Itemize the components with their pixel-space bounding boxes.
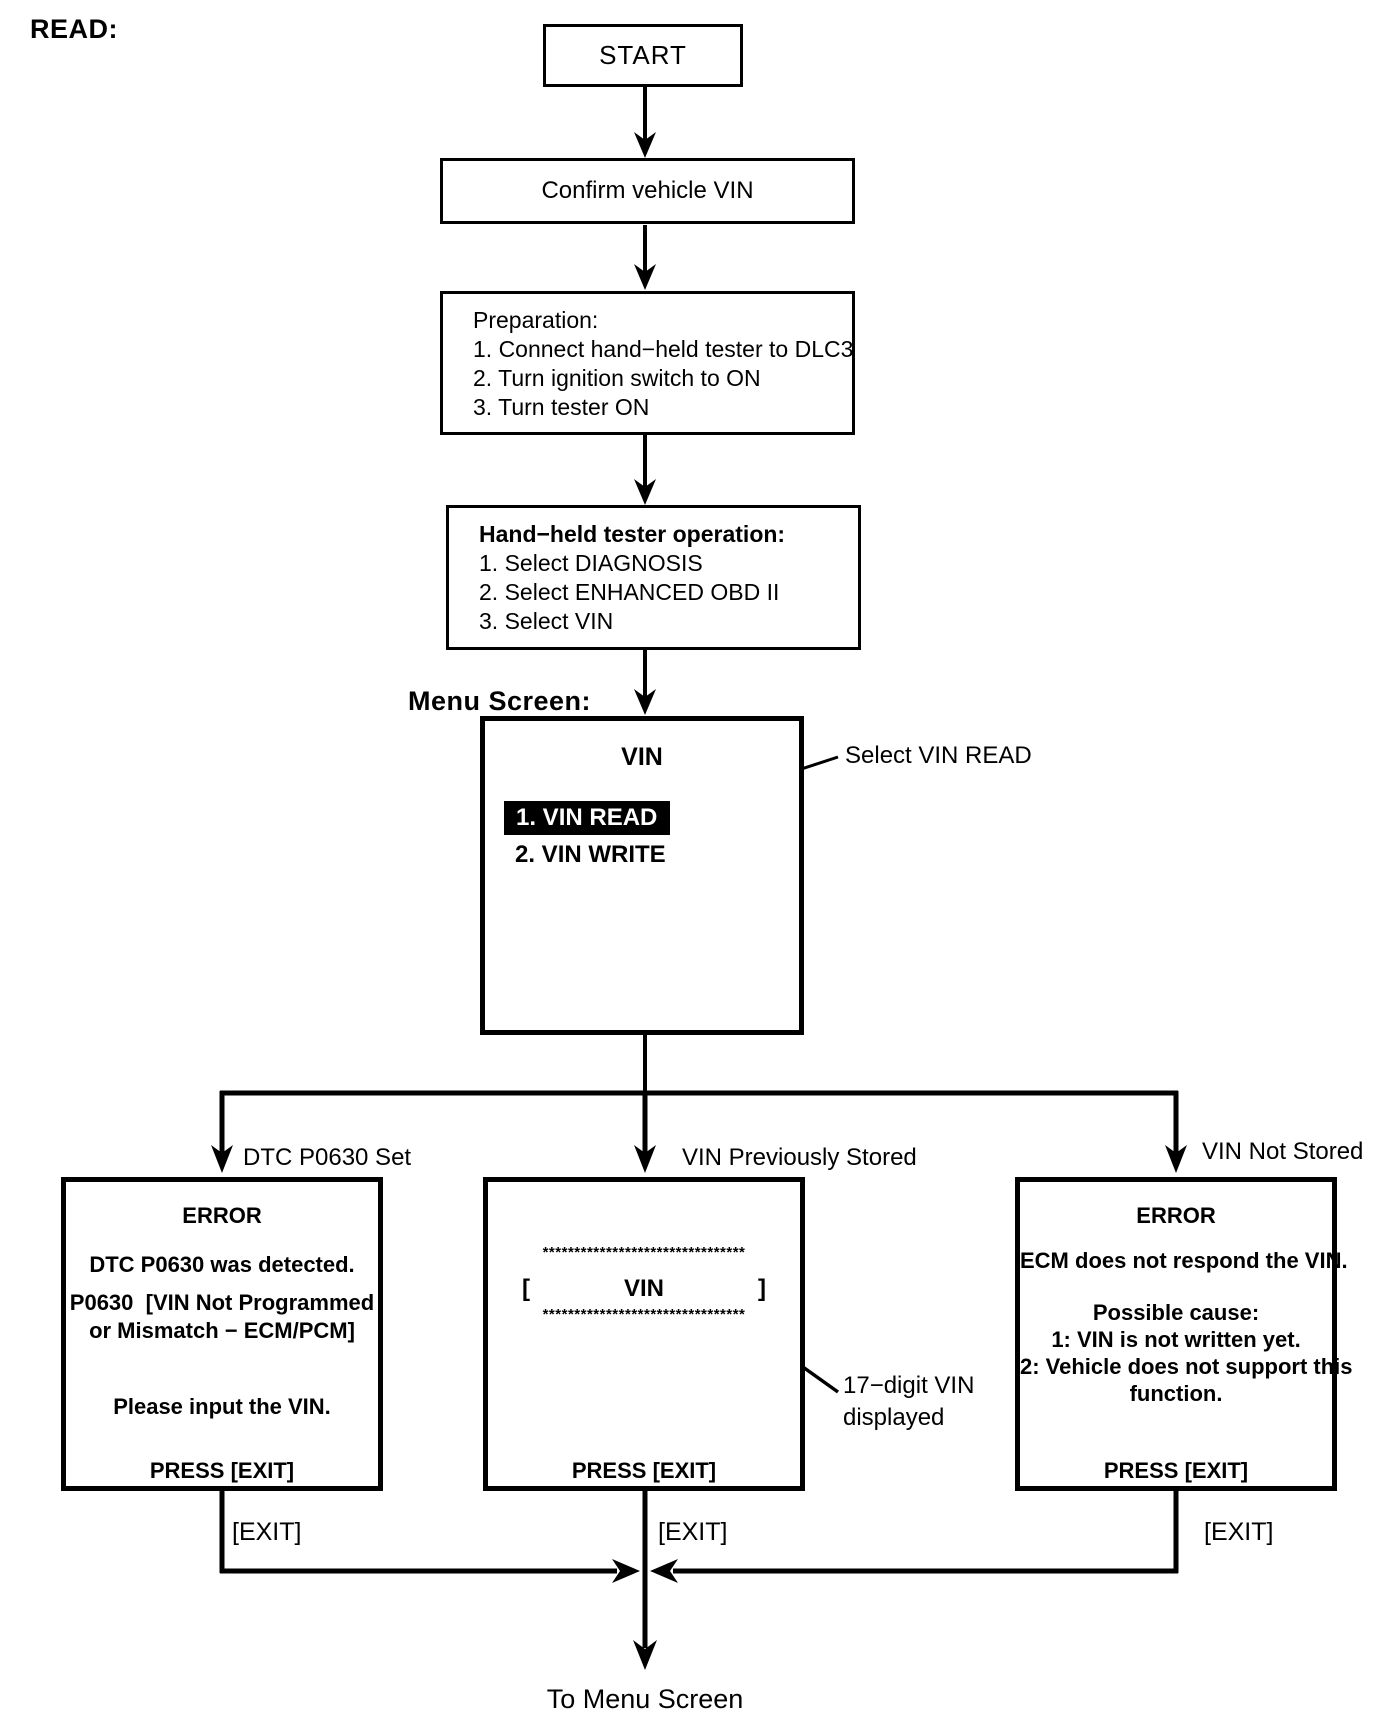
read-heading: READ: <box>30 14 118 44</box>
arrow-branch-right <box>1165 1145 1187 1173</box>
branch-label-dtc-set: DTC P0630 Set <box>243 1144 412 1171</box>
error-dtc-node: ERROR DTC P0630 was detected. P0630 [VIN… <box>61 1177 383 1491</box>
to-menu-screen-label: To Menu Screen <box>546 1684 744 1714</box>
arrow-exit-left <box>612 1559 640 1583</box>
error-title: ERROR <box>182 1203 262 1228</box>
menu-title: VIN <box>621 743 663 771</box>
asterisk-row: ******************************** <box>542 1244 746 1261</box>
menu-screen-node: VIN 1. VIN READ 2. VIN WRITE <box>480 716 804 1035</box>
press-exit-text: PRESS [EXIT] <box>149 1458 295 1483</box>
error-text: or Mismatch − ECM/PCM] <box>89 1318 355 1343</box>
tester-operation-node: Hand−held tester operation: 1. Select DI… <box>446 505 861 650</box>
arrow-branch-left <box>211 1145 233 1173</box>
asterisk-row: ******************************** <box>542 1306 746 1323</box>
vin-bracket-row: [ VIN ] <box>488 1275 800 1305</box>
tester-operation-step: 1. Select DIAGNOSIS <box>479 550 703 576</box>
exit-label-middle: [EXIT] <box>658 1518 728 1546</box>
exit-label-right: [EXIT] <box>1204 1518 1274 1546</box>
menu-item-vin-write: 2. VIN WRITE <box>515 841 666 868</box>
preparation-node: Preparation: 1. Connect hand−held tester… <box>440 291 855 435</box>
arrow-start-to-confirm <box>634 132 656 158</box>
tester-operation-step: 2. Select ENHANCED OBD II <box>479 579 780 605</box>
press-exit-text: PRESS [EXIT] <box>1103 1458 1249 1483</box>
vin-display-node: ******************************** [ VIN ]… <box>483 1177 805 1491</box>
arrow-preparation-to-tester <box>634 479 656 505</box>
arrow-tester-to-menu <box>634 689 656 715</box>
tester-operation-title: Hand−held tester operation: <box>479 521 786 547</box>
branch-label-vin-not-stored: VIN Not Stored <box>1202 1138 1364 1165</box>
start-node: START <box>543 24 743 87</box>
arrow-confirm-to-preparation <box>634 264 656 290</box>
confirm-vin-node: Confirm vehicle VIN <box>440 158 855 224</box>
menu-screen-heading: Menu Screen: <box>408 686 592 716</box>
error-text: 1: VIN is not written yet. <box>1051 1327 1301 1352</box>
error-text: ECM does not respond the VIN. <box>1020 1248 1348 1273</box>
error-text: Possible cause: <box>1092 1300 1260 1325</box>
preparation-step: 3. Turn tester ON <box>473 394 650 420</box>
error-text: Please input the VIN. <box>113 1394 331 1419</box>
error-title: ERROR <box>1136 1203 1216 1228</box>
arrow-branch-middle <box>634 1145 656 1173</box>
bracket-open: [ <box>522 1275 530 1302</box>
vin-display-title: VIN <box>623 1275 664 1302</box>
branch-label-vin-previously-stored: VIN Previously Stored <box>682 1144 917 1171</box>
preparation-title: Preparation: <box>473 307 599 333</box>
error-text: function. <box>1129 1381 1223 1406</box>
digit-vin-callout-line2: displayed <box>843 1404 945 1431</box>
error-text: DTC P0630 was detected. <box>89 1252 355 1277</box>
digit-vin-callout-line1: 17−digit VIN <box>843 1372 975 1399</box>
select-vin-read-callout: Select VIN READ <box>845 742 1032 769</box>
exit-label-left: [EXIT] <box>232 1518 302 1546</box>
menu-item-vin-read-selected: 1. VIN READ <box>504 801 670 835</box>
error-not-stored-node: ERROR ECM does not respond the VIN. Poss… <box>1015 1177 1353 1491</box>
start-label: START <box>599 40 687 70</box>
preparation-step: 1. Connect hand−held tester to DLC3 <box>473 336 854 362</box>
confirm-vin-label: Confirm vehicle VIN <box>541 177 754 204</box>
arrow-to-menu-screen <box>633 1640 657 1670</box>
bracket-close: ] <box>758 1275 766 1302</box>
preparation-step: 2. Turn ignition switch to ON <box>473 365 761 391</box>
error-text: P0630 [VIN Not Programmed <box>69 1290 375 1315</box>
press-exit-text: PRESS [EXIT] <box>571 1458 717 1483</box>
arrow-exit-right <box>650 1559 678 1583</box>
tester-operation-step: 3. Select VIN <box>479 608 614 634</box>
error-text: 2: Vehicle does not support this <box>1020 1354 1353 1379</box>
